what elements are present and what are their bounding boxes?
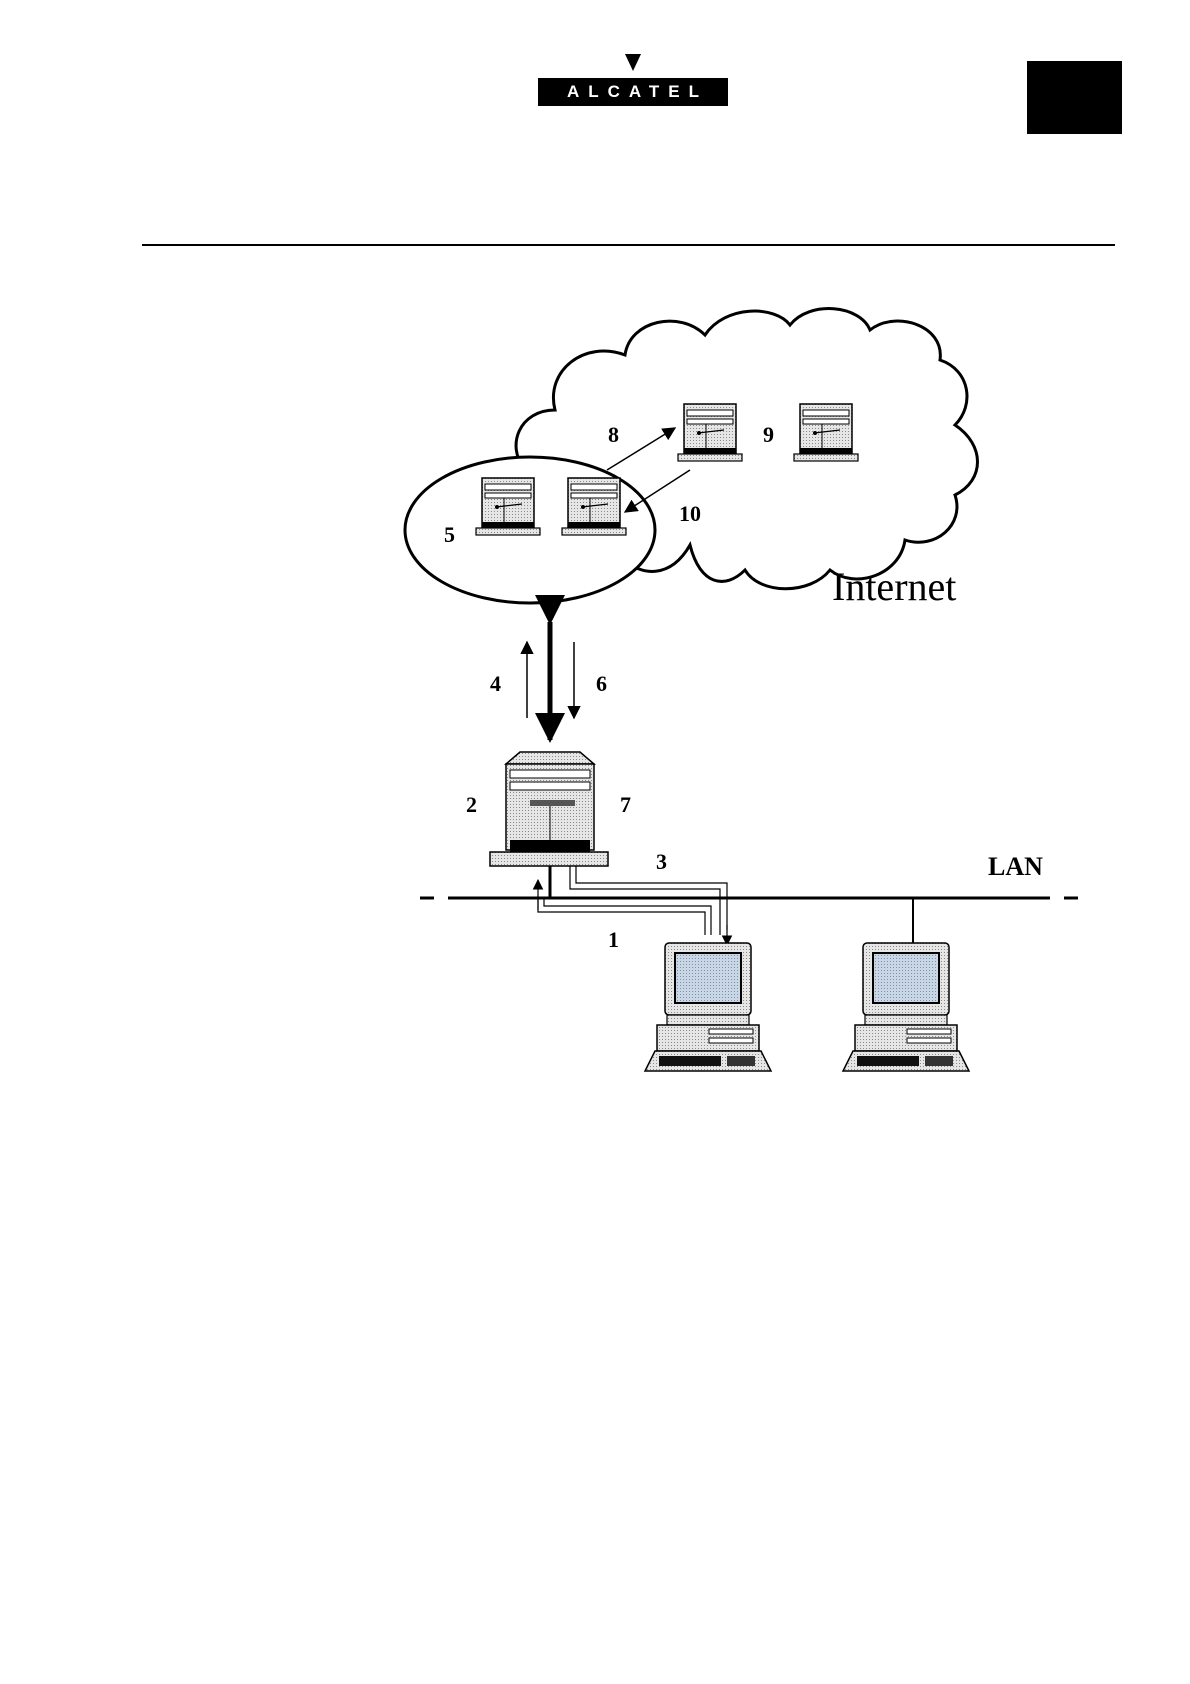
step-3-label: 3: [656, 849, 667, 874]
lan-pc-2: [843, 943, 969, 1071]
step-4-label: 4: [490, 671, 501, 696]
lan-label: LAN: [988, 852, 1043, 881]
lan-pc-1: [645, 943, 771, 1071]
step-9-label: 9: [763, 422, 774, 447]
step-8-label: 8: [608, 422, 619, 447]
internet-label: Internet: [832, 564, 956, 609]
isp-server-1: [476, 478, 540, 535]
path-1: [538, 880, 711, 935]
step-7-label: 7: [620, 792, 631, 817]
internet-server-1: [678, 404, 742, 461]
step-6-label: 6: [596, 671, 607, 696]
step-1-label: 1: [608, 927, 619, 952]
step-10-label: 10: [679, 501, 701, 526]
step-2-label: 2: [466, 792, 477, 817]
isp-server-2: [562, 478, 626, 535]
internet-server-2: [794, 404, 858, 461]
gateway-server: [490, 752, 608, 866]
step-5-label: 5: [444, 522, 455, 547]
